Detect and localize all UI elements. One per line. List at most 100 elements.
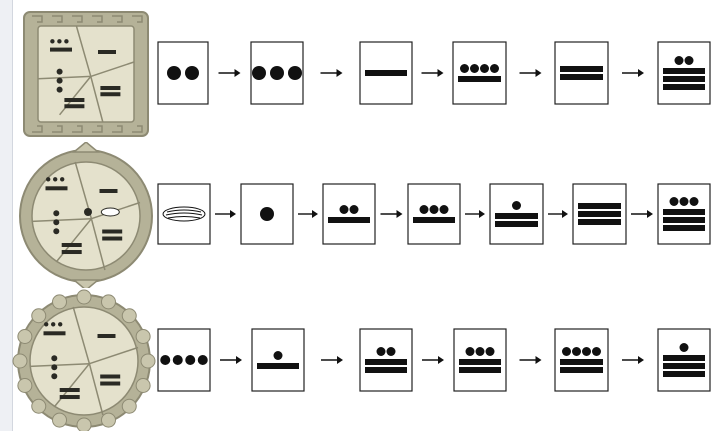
stone-tablet-icon bbox=[19, 142, 153, 288]
glyph-tile[interactable] bbox=[554, 41, 609, 105]
bar-glyph bbox=[365, 367, 407, 373]
glyph-tile[interactable] bbox=[251, 328, 305, 392]
bar-glyph bbox=[663, 225, 705, 231]
glyph-tile[interactable] bbox=[452, 41, 507, 105]
glyph-tile[interactable] bbox=[250, 41, 304, 105]
dot-glyph bbox=[572, 347, 581, 356]
bar-glyph bbox=[663, 76, 705, 82]
dot-glyph bbox=[167, 66, 181, 80]
dot-glyph bbox=[485, 347, 495, 356]
right-arrow-icon bbox=[519, 69, 542, 77]
puzzle-strip-bumpy bbox=[12, 289, 711, 431]
glyph-tile[interactable] bbox=[657, 328, 711, 392]
right-arrow-icon bbox=[465, 210, 485, 218]
dot-glyph bbox=[429, 205, 439, 214]
glyph-tile[interactable] bbox=[240, 183, 294, 245]
dot-glyph bbox=[689, 197, 699, 206]
bar-glyph bbox=[578, 203, 621, 209]
dot-glyph bbox=[582, 347, 591, 356]
bar-glyph bbox=[495, 221, 538, 227]
glyph-tile[interactable] bbox=[657, 41, 711, 105]
bar-glyph bbox=[365, 359, 407, 365]
dot-glyph bbox=[512, 201, 521, 210]
dot-glyph bbox=[439, 205, 449, 214]
right-arrow-icon bbox=[548, 210, 568, 218]
right-arrow-icon bbox=[622, 356, 644, 364]
dot-glyph bbox=[349, 205, 359, 214]
dot-glyph bbox=[270, 66, 284, 80]
bar-glyph bbox=[578, 219, 621, 225]
bar-glyph bbox=[458, 76, 501, 82]
puzzle-row-square bbox=[0, 0, 717, 140]
right-arrow-icon bbox=[519, 356, 542, 364]
right-arrow-icon bbox=[622, 69, 644, 77]
dot-glyph bbox=[160, 355, 171, 365]
bar-glyph bbox=[257, 363, 299, 369]
dot-glyph bbox=[562, 347, 571, 356]
glyph-tile[interactable] bbox=[157, 41, 209, 105]
glyph-tile[interactable] bbox=[657, 183, 711, 245]
dot-glyph bbox=[185, 355, 196, 365]
right-arrow-icon bbox=[215, 210, 236, 218]
bar-glyph bbox=[663, 355, 705, 361]
glyph-tile[interactable] bbox=[453, 328, 507, 392]
stone-tablet-icon bbox=[23, 11, 149, 137]
bar-glyph bbox=[560, 74, 603, 80]
bar-glyph bbox=[560, 359, 603, 365]
bar-glyph bbox=[560, 66, 603, 72]
right-arrow-icon bbox=[421, 69, 444, 77]
puzzle-row-bumpy bbox=[0, 289, 717, 431]
dot-glyph bbox=[684, 56, 694, 65]
dot-glyph bbox=[197, 355, 208, 365]
glyph-tile[interactable] bbox=[572, 183, 627, 245]
bar-glyph bbox=[663, 371, 705, 377]
bar-glyph bbox=[663, 84, 705, 90]
right-arrow-icon bbox=[298, 210, 318, 218]
dot-glyph bbox=[260, 207, 274, 221]
right-arrow-icon bbox=[320, 69, 343, 77]
glyph-tile[interactable] bbox=[157, 328, 211, 392]
dot-glyph bbox=[679, 343, 689, 352]
right-arrow-icon bbox=[380, 210, 403, 218]
dot-glyph bbox=[480, 64, 489, 73]
bar-glyph bbox=[459, 367, 501, 373]
bar-glyph bbox=[413, 217, 455, 223]
glyph-tile[interactable] bbox=[554, 328, 609, 392]
dot-glyph bbox=[465, 347, 475, 356]
glyph-tile[interactable] bbox=[407, 183, 461, 245]
puzzle-strip-round bbox=[19, 142, 711, 288]
dot-glyph bbox=[592, 347, 601, 356]
bar-glyph bbox=[328, 217, 370, 223]
bar-glyph bbox=[560, 367, 603, 373]
dot-glyph bbox=[475, 347, 485, 356]
glyph-tile[interactable] bbox=[322, 183, 376, 245]
glyph-tile[interactable] bbox=[359, 41, 413, 105]
stone-tablet-icon bbox=[12, 289, 156, 431]
dot-glyph bbox=[376, 347, 386, 356]
bar-glyph bbox=[663, 209, 705, 215]
bar-glyph bbox=[495, 213, 538, 219]
glyph-tile[interactable] bbox=[489, 183, 544, 245]
dot-glyph bbox=[386, 347, 396, 356]
dot-glyph bbox=[669, 197, 679, 206]
glyph-tile[interactable] bbox=[359, 328, 413, 392]
dot-glyph bbox=[674, 56, 684, 65]
dot-glyph bbox=[419, 205, 429, 214]
dot-glyph bbox=[490, 64, 499, 73]
bar-glyph bbox=[459, 359, 501, 365]
shell-zero-icon bbox=[162, 206, 206, 222]
glyph-tile[interactable] bbox=[157, 183, 211, 245]
dot-glyph bbox=[252, 66, 266, 80]
dot-glyph bbox=[185, 66, 199, 80]
dot-glyph bbox=[679, 197, 689, 206]
puzzle-row-round bbox=[0, 142, 717, 288]
puzzle-strip-square bbox=[23, 11, 711, 137]
dot-glyph bbox=[288, 66, 302, 80]
bar-glyph bbox=[663, 68, 705, 74]
dot-glyph bbox=[273, 351, 283, 360]
right-arrow-icon bbox=[321, 356, 343, 364]
dot-glyph bbox=[470, 64, 479, 73]
dot-glyph bbox=[172, 355, 183, 365]
dot-glyph bbox=[460, 64, 469, 73]
left-edge-panel bbox=[0, 0, 13, 431]
